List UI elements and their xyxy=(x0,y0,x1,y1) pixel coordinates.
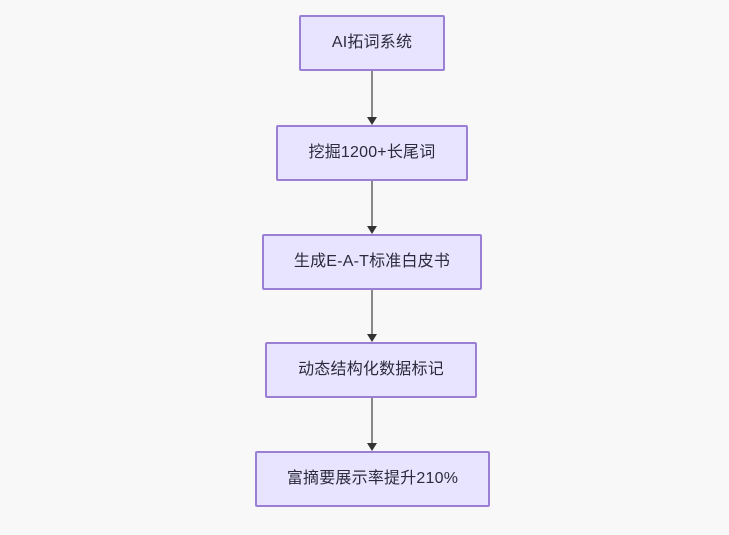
edge-node1-to-node2 xyxy=(367,71,377,125)
arrowhead-icon xyxy=(367,117,377,125)
edge-line xyxy=(371,71,373,119)
node-label: 生成E-A-T标准白皮书 xyxy=(293,253,451,271)
arrowhead-icon xyxy=(367,334,377,342)
flowchart-node-2[interactable]: 挖掘1200+长尾词 xyxy=(276,125,468,181)
flowchart-node-1[interactable]: AI拓词系统 xyxy=(299,15,445,71)
node-label: AI拓词系统 xyxy=(331,34,413,52)
node-label: 动态结构化数据标记 xyxy=(298,361,444,379)
node-label: 挖掘1200+长尾词 xyxy=(308,144,436,162)
arrowhead-icon xyxy=(367,443,377,451)
flowchart-node-4[interactable]: 动态结构化数据标记 xyxy=(265,342,477,398)
edge-node3-to-node4 xyxy=(367,290,377,342)
arrowhead-icon xyxy=(367,226,377,234)
edge-line xyxy=(371,290,373,336)
flowchart-node-5[interactable]: 富摘要展示率提升210% xyxy=(255,451,490,507)
node-label: 富摘要展示率提升210% xyxy=(286,470,459,488)
edge-line xyxy=(371,398,373,445)
flowchart-node-3[interactable]: 生成E-A-T标准白皮书 xyxy=(262,234,482,290)
edge-node2-to-node3 xyxy=(367,181,377,234)
edge-line xyxy=(371,181,373,228)
edge-node4-to-node5 xyxy=(367,398,377,451)
